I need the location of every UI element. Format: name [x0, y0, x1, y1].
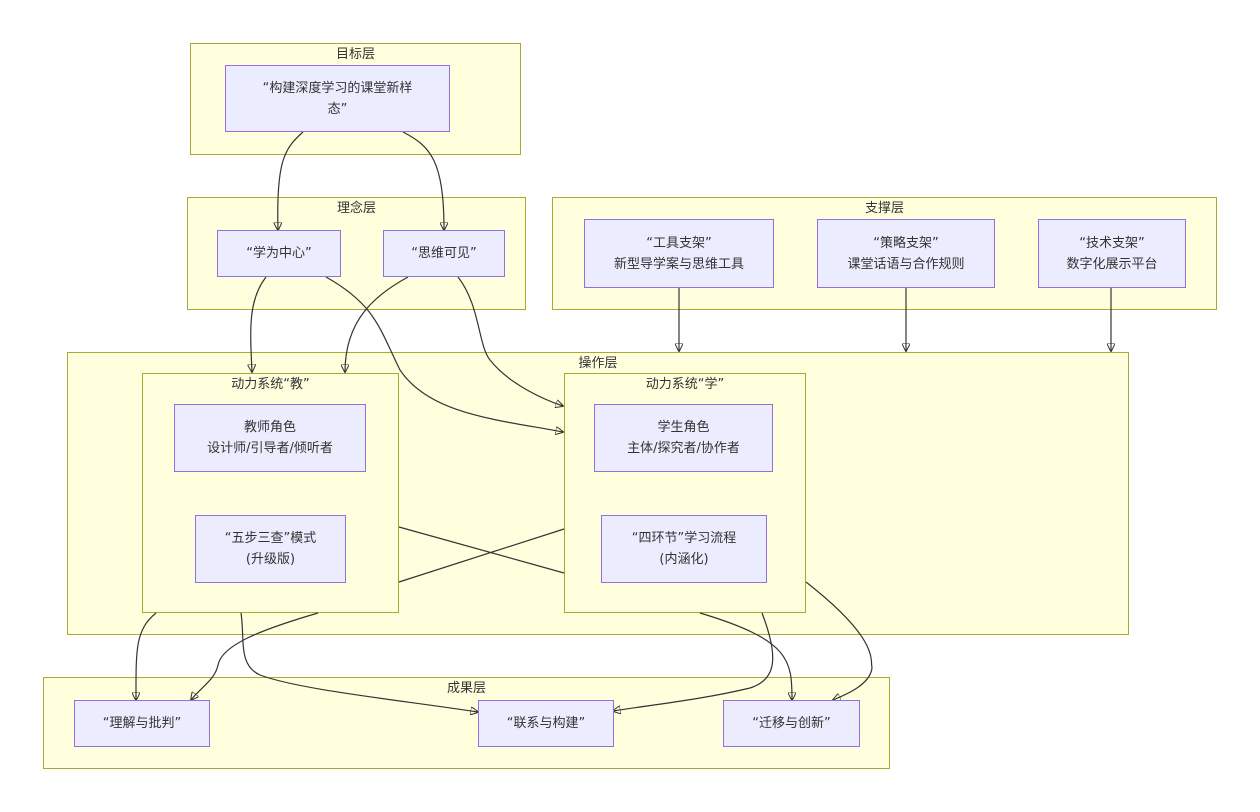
edge-teach-to-understand — [136, 612, 157, 700]
node-text-line2: (升级版) — [245, 552, 296, 567]
edge-teach-to-connect — [240, 612, 478, 712]
node-student-role[interactable]: 学生角色 主体/探究者/协作者 — [594, 404, 773, 472]
edge-teach-to-understand-b — [191, 612, 319, 700]
edge-goal-to-student-center — [278, 131, 304, 230]
node-tech-scaffold[interactable]: “技术支架” 数字化展示平台 — [1038, 219, 1186, 288]
node-text-line1: “技术支架” — [1079, 235, 1145, 251]
edge-teach-learn-cross-a — [398, 526, 565, 574]
node-connect-construct[interactable]: “联系与构建” — [478, 700, 614, 747]
cluster-title: 目标层 — [335, 47, 375, 62]
cluster-title: 理念层 — [336, 201, 376, 216]
cluster-title: 动力系统“学” — [645, 377, 725, 392]
node-text-line1: “四环节”学习流程 — [631, 531, 737, 546]
edge-learn-to-transfer-b — [805, 581, 873, 700]
cluster-title: 操作层 — [578, 356, 618, 371]
edge-teach-learn-cross-b — [398, 528, 565, 583]
node-text-line1: “策略支架” — [873, 235, 939, 251]
node-text-line1: “迁移与创新” — [752, 716, 831, 731]
node-text-line2: 课堂话语与合作规则 — [847, 256, 965, 272]
node-five-step-model[interactable]: “五步三查”模式 (升级版) — [195, 515, 346, 583]
node-text-line1: “五步三查”模式 — [224, 531, 317, 546]
edge-visible-thinking-to-teach — [345, 276, 409, 372]
edge-student-center-to-teach — [251, 276, 267, 372]
node-teacher-role[interactable]: 教师角色 设计师/引导者/倾听者 — [174, 404, 366, 472]
node-text-line1: “思维可见” — [411, 246, 477, 261]
node-text-line1: “工具支架” — [646, 235, 712, 251]
node-text-line1: 学生角色 — [657, 420, 710, 435]
cluster-title: 动力系统“教” — [231, 377, 310, 392]
node-goal-classroom[interactable]: “构建深度学习的课堂新样 态” — [225, 65, 450, 132]
node-text-line2: 新型导学案与思维工具 — [613, 256, 744, 272]
node-text-line2: 设计师/引导者/倾听者 — [207, 441, 333, 456]
cluster-title: 成果层 — [446, 681, 486, 696]
node-text-line1: “理解与批判” — [102, 716, 182, 731]
node-text-line1: “联系与构建” — [506, 716, 586, 731]
node-tool-scaffold[interactable]: “工具支架” 新型导学案与思维工具 — [584, 219, 774, 288]
edge-learn-to-transfer — [699, 612, 792, 700]
node-text-line2: 主体/探究者/协作者 — [627, 441, 740, 456]
node-text-line2: (内涵化) — [659, 552, 709, 567]
edge-visible-thinking-to-learn — [457, 276, 563, 406]
edge-learn-to-connect — [613, 612, 774, 711]
cluster-title: 支撑层 — [864, 201, 904, 216]
node-understand-critique[interactable]: “理解与批判” — [74, 700, 210, 747]
node-text-line1: “构建深度学习的课堂新样 — [262, 80, 413, 96]
node-strategy-scaffold[interactable]: “策略支架” 课堂话语与合作规则 — [817, 219, 995, 288]
node-text-line2: 数字化展示平台 — [1066, 256, 1158, 272]
node-text-line1: “学为中心” — [246, 246, 312, 261]
node-student-center[interactable]: “学为中心” — [217, 230, 341, 277]
edge-goal-to-visible-thinking — [402, 131, 444, 230]
node-visible-thinking[interactable]: “思维可见” — [383, 230, 505, 277]
node-text-line1: 教师角色 — [243, 420, 296, 435]
node-transfer-innovate[interactable]: “迁移与创新” — [723, 700, 860, 747]
node-four-link-process[interactable]: “四环节”学习流程 (内涵化) — [601, 515, 767, 583]
node-text-line2: 态” — [327, 101, 348, 117]
edge-student-center-to-learn — [325, 276, 563, 432]
